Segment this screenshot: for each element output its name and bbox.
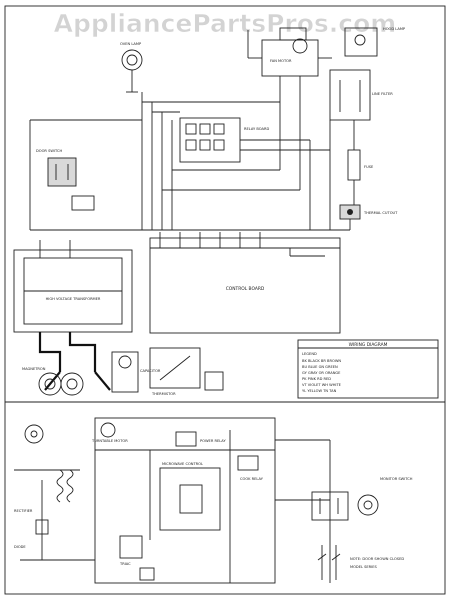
hv-wiring bbox=[38, 332, 111, 391]
triac-label: TRIAC bbox=[119, 562, 131, 566]
control-board: CONTROL BOARD bbox=[149, 232, 341, 334]
thermal-cutout-label: THERMAL CUTOUT bbox=[363, 211, 398, 215]
door-switch-label: DOOR SWITCH bbox=[36, 149, 62, 153]
fan-motor-label: FAN MOTOR bbox=[270, 59, 292, 63]
line-filter-label: LINE FILTER bbox=[372, 92, 393, 96]
legend-title: WIRING DIAGRAM bbox=[349, 342, 388, 348]
capacitor-assembly: CAPACITOR bbox=[111, 351, 161, 393]
hood-lamp-label: HOOD LAMP bbox=[383, 27, 406, 31]
upper-harness bbox=[29, 76, 351, 231]
magnetron-assembly: MAGNETRON bbox=[22, 367, 84, 396]
cook-relay-label: COOK RELAY bbox=[240, 477, 264, 481]
legend-row-2: GY GRAY OR ORANGE bbox=[302, 371, 341, 375]
monitor-switch-label: MONITOR SWITCH bbox=[380, 477, 413, 481]
rectifier-label: RECTIFIER bbox=[14, 509, 33, 513]
thermal-cutout-assembly: THERMAL CUTOUT bbox=[339, 204, 398, 220]
fuse-label: FUSE bbox=[364, 165, 374, 169]
oven-lamp-assembly: OVEN LAMP bbox=[120, 42, 143, 93]
note-label: NOTE: DOOR SHOWN CLOSED bbox=[350, 557, 404, 561]
fan-motor-assembly: FAN MOTOR bbox=[247, 27, 332, 77]
legend-row-3: PK PINK RD RED bbox=[302, 377, 331, 381]
legend-row-5: YL YELLOW TN TAN bbox=[302, 389, 337, 393]
diagram-border bbox=[4, 5, 446, 595]
relay-board-label: RELAY BOARD bbox=[244, 127, 269, 131]
left-lower-components: RECTIFIER DIODE bbox=[14, 424, 95, 561]
hood-lamp-assembly: HOOD LAMP bbox=[344, 27, 406, 57]
legend-row-0: BK BLACK BR BROWN bbox=[302, 359, 341, 363]
thermistor-label: THERMISTOR bbox=[151, 392, 176, 396]
transformer-assembly: HIGH VOLTAGE TRANSFORMER bbox=[13, 240, 133, 333]
legend-row-1: BU BLUE GN GREEN bbox=[302, 365, 338, 369]
model-label: MODEL SERIES bbox=[350, 565, 377, 569]
legend-subtitle: LEGEND bbox=[302, 352, 317, 356]
oven-lamp-label: OVEN LAMP bbox=[120, 42, 142, 46]
diode-label: DIODE bbox=[14, 545, 26, 549]
thermistor-assembly: THERMISTOR bbox=[149, 347, 224, 396]
line-filter-assembly: LINE FILTER bbox=[329, 69, 393, 121]
legend-row-4: VT VIOLET WH WHITE bbox=[302, 383, 342, 387]
micro-ctrl-label: MICROWAVE CONTROL bbox=[162, 462, 203, 466]
schematic-lower: MICROWAVE CONTROL POWER RELAY COOK RELAY… bbox=[91, 417, 413, 584]
power-relay-label: POWER RELAY bbox=[200, 439, 226, 443]
door-switch-assembly: DOOR SWITCH bbox=[36, 149, 95, 211]
turntable-label: TURNTABLE MOTOR bbox=[91, 439, 128, 443]
control-board-label: CONTROL BOARD bbox=[226, 286, 265, 292]
watermark: AppliancePartsPros.com bbox=[54, 9, 397, 38]
transformer-label: HIGH VOLTAGE TRANSFORMER bbox=[46, 297, 101, 301]
legend-table: WIRING DIAGRAM LEGEND BK BLACK BR BROWN … bbox=[297, 339, 439, 399]
fuse-assembly: FUSE bbox=[347, 120, 374, 205]
magnetron-label: MAGNETRON bbox=[22, 367, 46, 371]
